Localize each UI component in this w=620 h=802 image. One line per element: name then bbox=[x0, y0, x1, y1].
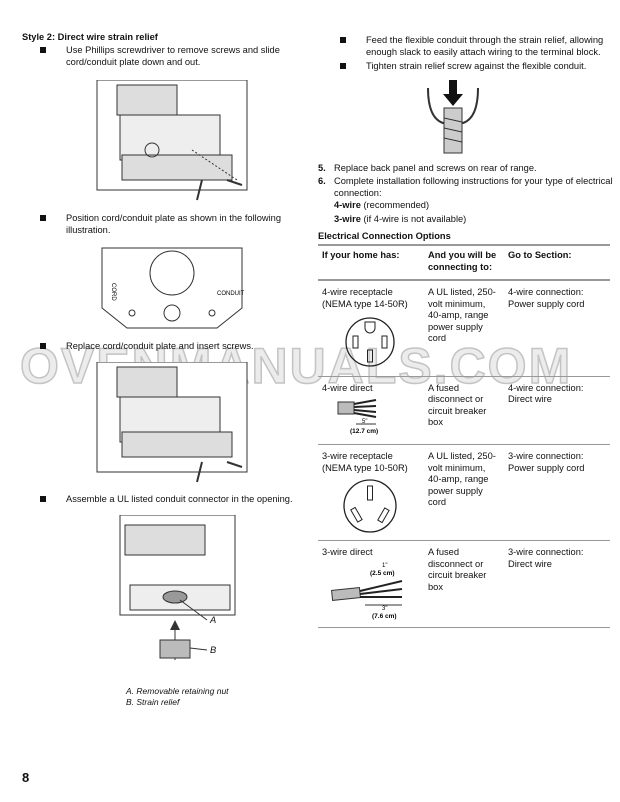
caption-a: A. Removable retaining nut bbox=[126, 686, 229, 696]
plate-replaced-illustration bbox=[96, 362, 248, 483]
bullet-icon bbox=[40, 215, 46, 221]
table-cell: 3-wire connection: Direct wire bbox=[504, 540, 610, 628]
conduit-plate-illustration: CORD CONDUIT bbox=[101, 247, 245, 329]
bullet-item: Assemble a UL listed conduit connector i… bbox=[40, 493, 321, 505]
table-cell: 3-wire receptacle (NEMA type 10-50R) bbox=[318, 444, 424, 541]
table-title: Electrical Connection Options bbox=[318, 231, 451, 241]
column-header: Go to Section: bbox=[504, 244, 610, 281]
bullet-text: Assemble a UL listed conduit connector i… bbox=[66, 494, 293, 504]
bullet-icon bbox=[340, 37, 346, 43]
bullet-item: Feed the flexible conduit through the st… bbox=[340, 34, 620, 58]
option-label: 3-wire bbox=[334, 214, 361, 224]
bullet-text: Replace cord/conduit plate and insert sc… bbox=[66, 341, 254, 351]
column-header: If your home has: bbox=[318, 244, 424, 281]
bullet-text: Position cord/conduit plate as shown in … bbox=[66, 213, 281, 235]
table-cell: 4-wire direct 5" (12.7 cm) bbox=[318, 376, 424, 445]
section-heading: Style 2: Direct wire strain relief bbox=[22, 32, 158, 42]
nema-10-50r-receptacle-icon bbox=[343, 479, 397, 533]
bullet-text: Use Phillips screwdriver to remove screw… bbox=[66, 45, 280, 67]
table-cell: 4-wire connection: Power supply cord bbox=[504, 280, 610, 377]
table-cell: A fused disconnect or circuit breaker bo… bbox=[424, 540, 504, 628]
dimension-label: (2.5 cm) bbox=[370, 570, 395, 577]
table-header-row: If your home has: And you will be connec… bbox=[318, 244, 610, 281]
bullet-item: Replace cord/conduit plate and insert sc… bbox=[40, 340, 321, 352]
step-number: 6. bbox=[318, 176, 326, 186]
bullet-text: Feed the flexible conduit through the st… bbox=[366, 35, 604, 57]
table-cell: A UL listed, 250-volt minimum, 40-amp, r… bbox=[424, 444, 504, 541]
conduit-connector-illustration bbox=[119, 515, 236, 660]
bullet-item: Tighten strain relief screw against the … bbox=[340, 60, 620, 72]
dimension-label: (7.6 cm) bbox=[372, 613, 397, 620]
cord-label: CORD bbox=[110, 283, 116, 301]
step-6: 6. Complete installation following instru… bbox=[318, 175, 614, 199]
home-text: 4-wire direct bbox=[322, 382, 373, 393]
dimension-label: (12.7 cm) bbox=[350, 428, 378, 435]
table-cell: A UL listed, 250-volt minimum, 40-amp, r… bbox=[424, 280, 504, 377]
callout-b: B bbox=[210, 645, 217, 655]
home-text: 3-wire direct bbox=[322, 547, 373, 557]
caption-b: B. Strain relief bbox=[126, 697, 180, 707]
table-cell: A fused disconnect or circuit breaker bo… bbox=[424, 376, 504, 445]
option-note: (recommended) bbox=[360, 200, 430, 210]
bullet-icon bbox=[340, 63, 346, 69]
dimension-label: 5" bbox=[362, 419, 367, 425]
conduit-label: CONDUIT bbox=[217, 291, 245, 297]
table-row: 3-wire receptacle (NEMA type 10-50R) A U… bbox=[318, 444, 610, 541]
table-row: 3-wire direct 1"(2.5 cm) 3"(7.6 cm) A fus… bbox=[318, 540, 610, 628]
option-4-wire: 4-wire (recommended) bbox=[334, 199, 429, 211]
page-number: 8 bbox=[22, 770, 30, 785]
step-number: 5. bbox=[318, 163, 326, 173]
connection-options-table: If your home has: And you will be connec… bbox=[318, 244, 610, 628]
callout-a: A bbox=[210, 615, 217, 625]
option-note: (if 4-wire is not available) bbox=[360, 214, 467, 224]
bullet-icon bbox=[40, 496, 46, 502]
table-row: 4-wire direct 5" (12.7 cm) A fused discon… bbox=[318, 376, 610, 445]
table-cell: 3-wire connection: Power supply cord bbox=[504, 444, 610, 541]
4-wire-direct-illustration: 5" (12.7 cm) bbox=[337, 399, 378, 435]
column-header: And you will be connecting to: bbox=[424, 244, 504, 281]
bullet-item: Use Phillips screwdriver to remove screw… bbox=[40, 44, 321, 68]
option-label: 4-wire bbox=[334, 200, 361, 210]
step-5: 5. Replace back panel and screws on rear … bbox=[318, 162, 620, 174]
step-text: Replace back panel and screws on rear of… bbox=[334, 163, 537, 173]
table-cell: 3-wire direct 1"(2.5 cm) 3"(7.6 cm) bbox=[318, 540, 424, 628]
bullet-item: Position cord/conduit plate as shown in … bbox=[40, 212, 321, 236]
terminal-block-illustration bbox=[96, 80, 248, 201]
bullet-icon bbox=[40, 343, 46, 349]
dimension-label: 1" bbox=[382, 563, 387, 569]
table-row: 4-wire receptacle (NEMA type 14-50R) A U… bbox=[318, 280, 610, 377]
nema-14-50r-receptacle-icon bbox=[345, 317, 395, 367]
bullet-text: Tighten strain relief screw against the … bbox=[366, 61, 587, 71]
home-text: 3-wire receptacle (NEMA type 10-50R) bbox=[322, 451, 408, 473]
step-text: Complete installation following instruct… bbox=[334, 176, 613, 198]
strain-relief-illustration bbox=[427, 80, 479, 154]
home-text: 4-wire receptacle (NEMA type 14-50R) bbox=[322, 287, 408, 309]
bullet-icon bbox=[40, 47, 46, 53]
table-cell: 4-wire receptacle (NEMA type 14-50R) bbox=[318, 280, 424, 377]
option-3-wire: 3-wire (if 4-wire is not available) bbox=[334, 213, 466, 225]
3-wire-direct-illustration: 1"(2.5 cm) 3"(7.6 cm) bbox=[331, 563, 403, 620]
dimension-label: 3" bbox=[382, 606, 387, 612]
table-cell: 4-wire connection: Direct wire bbox=[504, 376, 610, 445]
